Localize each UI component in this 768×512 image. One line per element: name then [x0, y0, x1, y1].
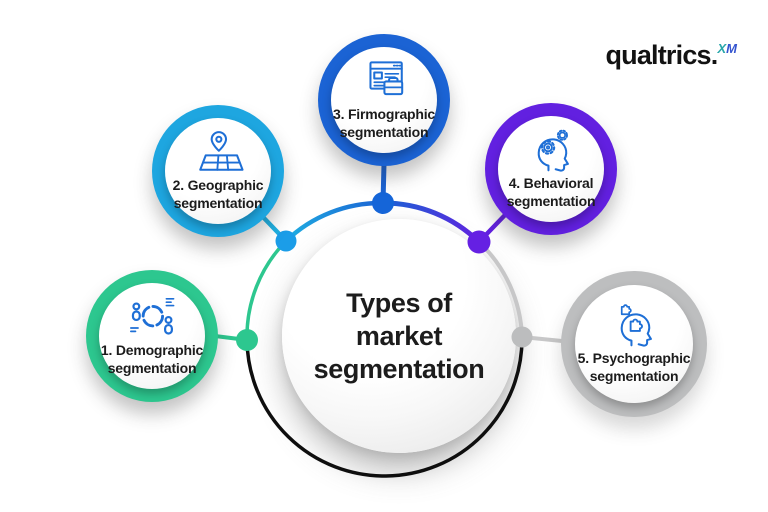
connector-firmographic: [380, 161, 387, 206]
map-pin-icon: [199, 131, 244, 171]
title-line-1: Types of: [346, 287, 452, 318]
node-demographic-sublabel: segmentation: [107, 360, 197, 376]
node-behavioral: 4. Behavioral segmentation: [485, 103, 617, 235]
browser-briefcase-icon: [369, 61, 404, 96]
node-psychographic: 5. Psychographic segmentation: [561, 271, 707, 417]
head-gears-icon: [537, 129, 569, 172]
node-demographic-inner: 1. Demographic segmentation: [99, 283, 205, 389]
connector-demographic: [213, 334, 249, 342]
node-firmographic: 3. Firmographic segmentation: [318, 34, 450, 166]
node-geographic: 2. Geographic segmentation: [152, 105, 284, 237]
xm-superscript: XM: [717, 41, 737, 56]
demographic-audience-icon: [130, 297, 175, 335]
node-geographic-label: 2. Geographic: [172, 177, 264, 193]
orbit-arc-green: [245, 239, 288, 342]
diagram-title: Types of market segmentation: [314, 287, 485, 386]
connector-psychographic: [520, 335, 564, 343]
node-demographic: 1. Demographic segmentation: [86, 270, 218, 402]
node-psychographic-inner: 5. Psychographic segmentation: [575, 285, 693, 403]
qualtrics-logo: qualtrics.XM: [605, 40, 737, 71]
node-firmographic-inner: 3. Firmographic segmentation: [331, 47, 437, 153]
dot-green: [236, 329, 258, 351]
node-behavioral-inner: 4. Behavioral segmentation: [498, 116, 604, 222]
center-circle: Types of market segmentation: [282, 219, 516, 453]
node-behavioral-label: 4. Behavioral: [508, 175, 594, 191]
connector-geographic: [260, 214, 289, 244]
dot-cyan: [275, 230, 297, 252]
xm-x: X: [717, 41, 727, 56]
title-line-3: segmentation: [313, 353, 485, 384]
node-geographic-sublabel: segmentation: [173, 195, 263, 211]
node-firmographic-sublabel: segmentation: [339, 124, 429, 140]
node-behavioral-sublabel: segmentation: [506, 193, 596, 209]
head-puzzle-icon: [620, 304, 652, 347]
qualtrics-wordmark: qualtrics.: [605, 40, 718, 70]
node-firmographic-label: 3. Firmographic: [332, 106, 436, 122]
dot-blue: [372, 192, 394, 214]
node-psychographic-label: 5. Psychographic: [577, 350, 691, 366]
node-geographic-inner: 2. Geographic segmentation: [165, 118, 271, 224]
connector-behavioral: [476, 212, 508, 245]
node-demographic-label: 1. Demographic: [100, 342, 204, 358]
xm-m: M: [726, 41, 737, 56]
node-psychographic-sublabel: segmentation: [589, 368, 679, 384]
title-line-2: market: [355, 320, 443, 351]
